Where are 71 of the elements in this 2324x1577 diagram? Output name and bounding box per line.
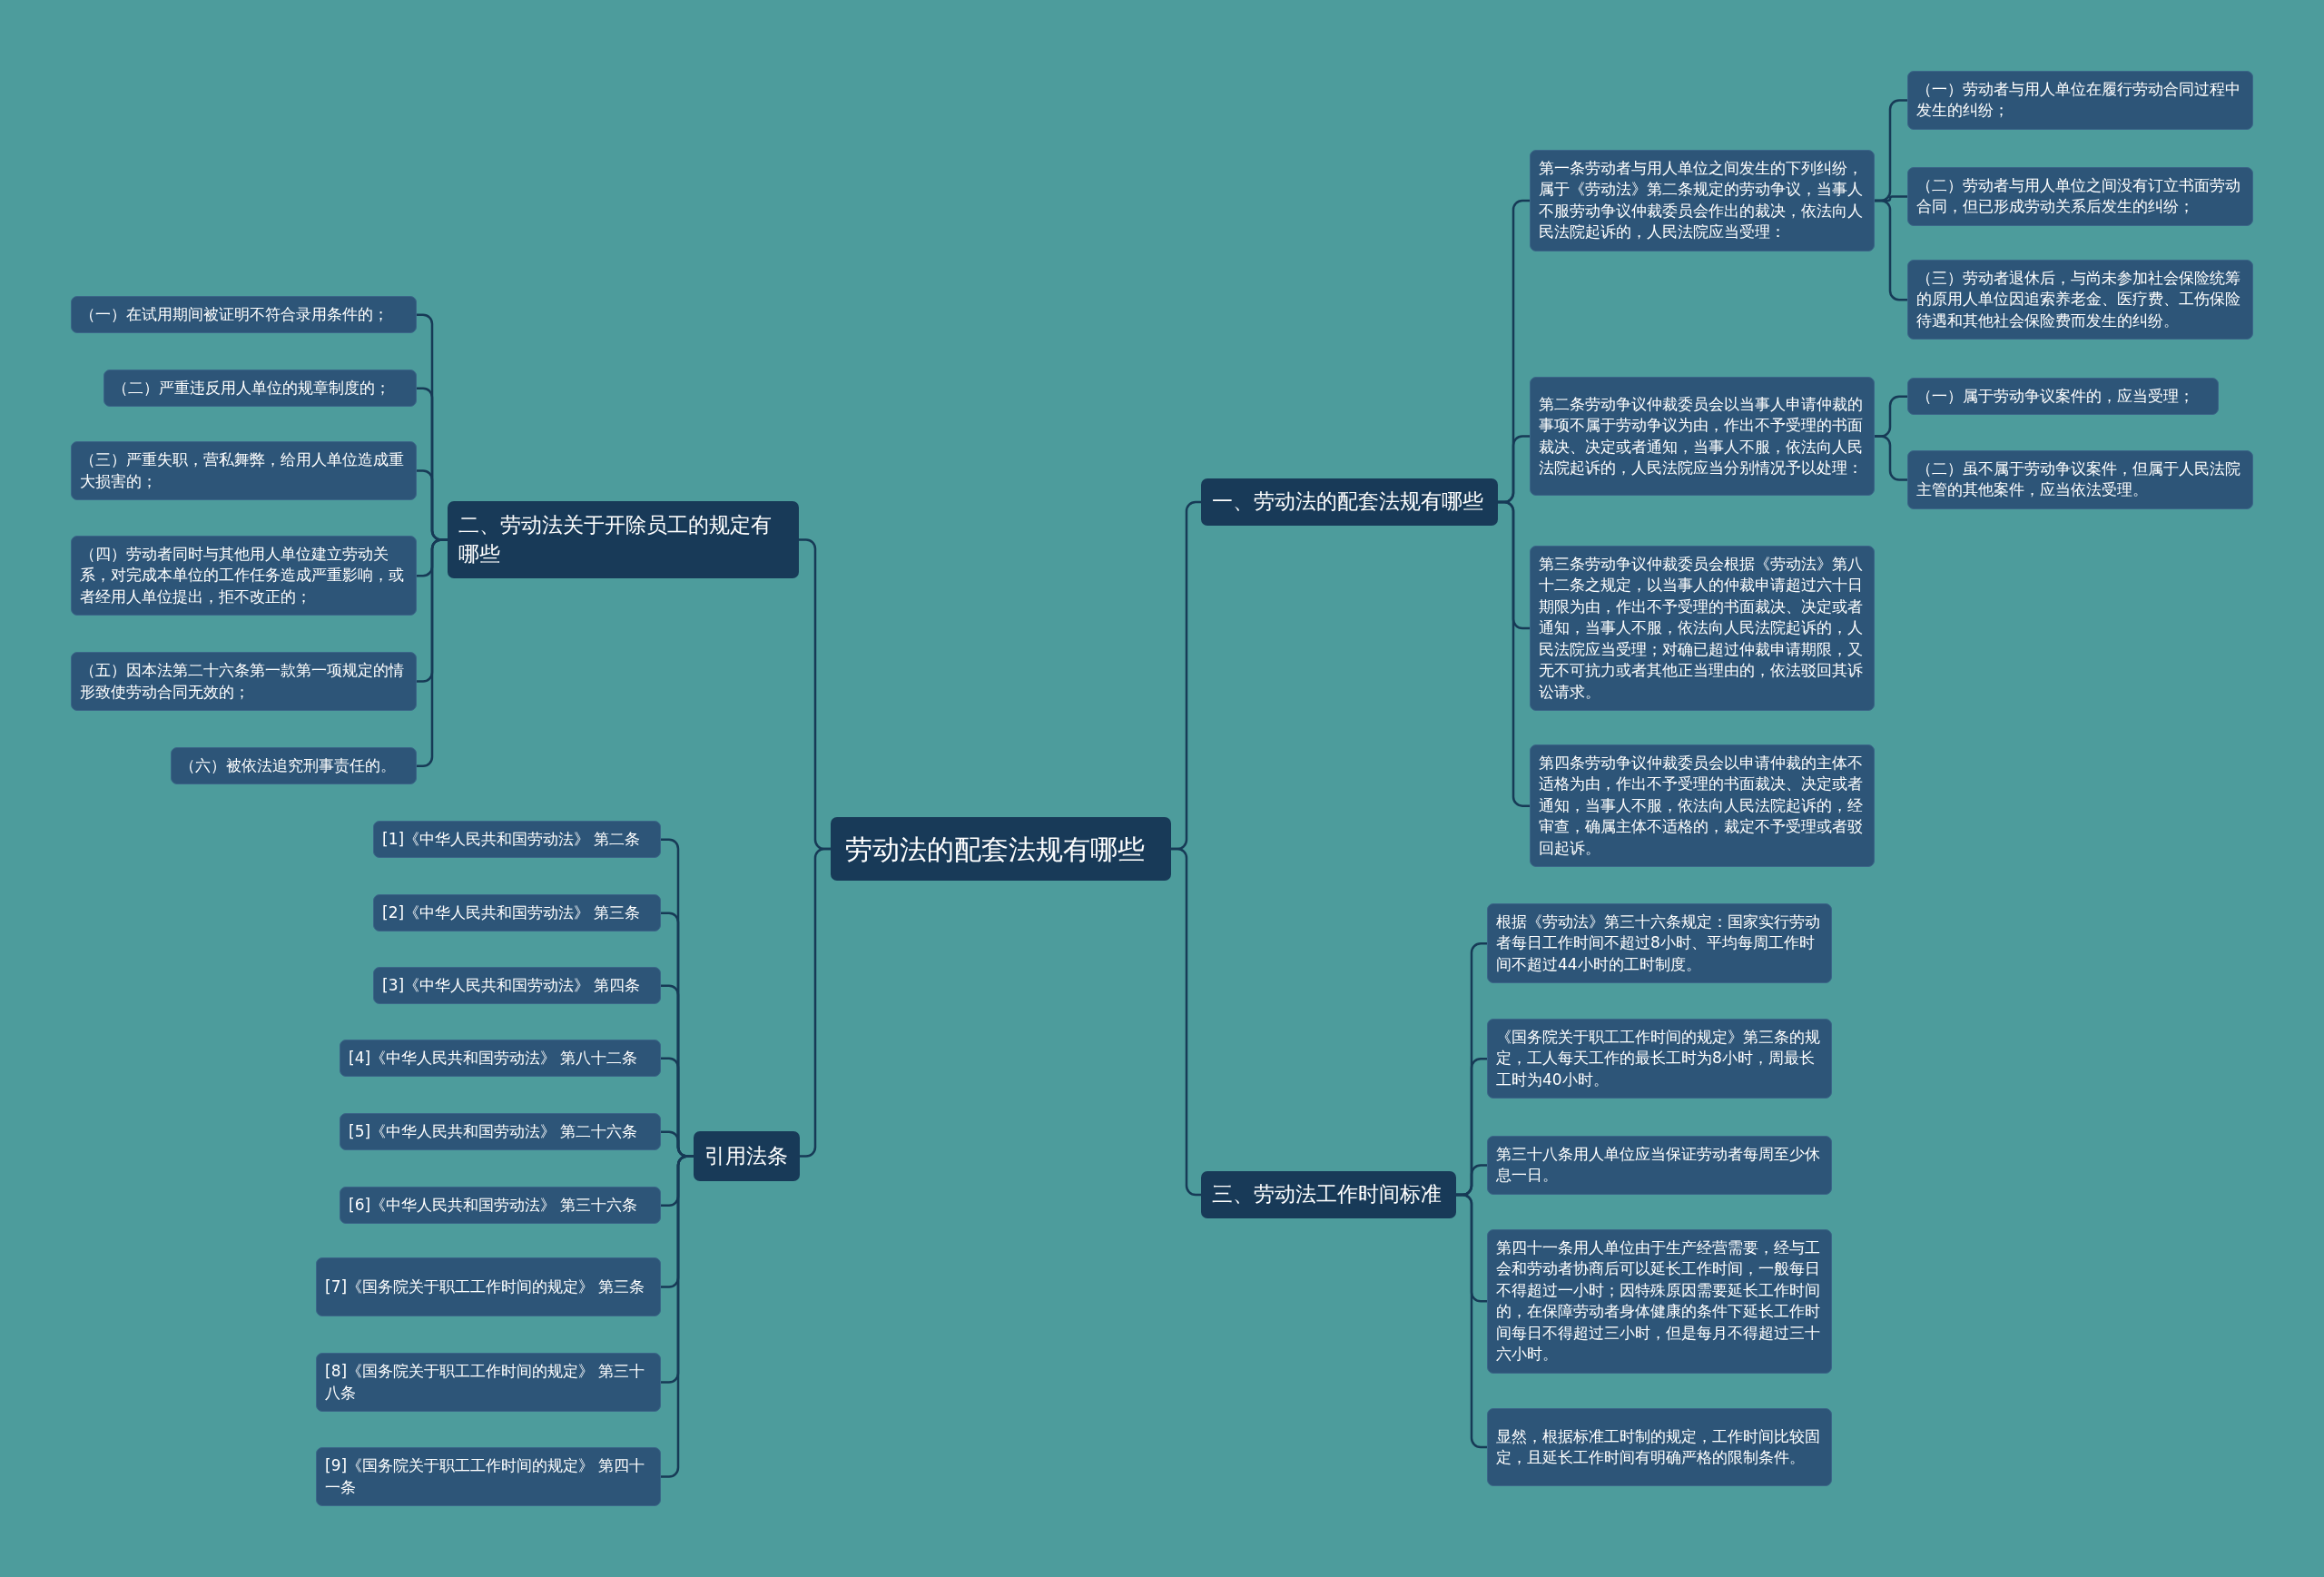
note-box	[1530, 377, 1875, 496]
node-text: （三）劳动者退休后，与尚未参加社会保险统筹的原用人单位因追索养老金、医疗费、工伤保险待遇和其他社会保险费而发生的纠纷。	[1916, 268, 2241, 331]
node-text: 《国务院关于职工工作时间的规定》第三条的规定，工人每天工作的最长工时为8小时，周最长工时为40小时。	[1496, 1027, 1821, 1090]
node-text: [3]《中华人民共和国劳动法》 第四条	[382, 975, 641, 996]
note-box	[103, 370, 417, 408]
note-box	[316, 1257, 661, 1316]
node-text: [5]《中华人民共和国劳动法》 第二十六条	[349, 1121, 638, 1142]
node-text: 一、劳动法的配套法规有哪些	[1212, 488, 1483, 516]
node-text: 第二条劳动争议仲裁委员会以当事人申请仲裁的事项不属于劳动争议为由，作出不予受理的书面裁决、决定或者通知，当事人不服，依法向人民法院起诉的，人民法院应当分别情况予以处理：	[1539, 393, 1864, 478]
node-text: （六）被依法追究刑事责任的。	[180, 755, 396, 776]
node-text: 劳动法的配套法规有哪些	[845, 832, 1145, 867]
node-text: 第三十八条用人单位应当保证劳动者每周至少休息一日。	[1496, 1144, 1821, 1187]
node-text: 第四十一条用人单位由于生产经营需要，经与工会和劳动者协商后可以延长工作时间，一般每日不得超过一小时；因特殊原因需要延长工作时间的，在保障劳动者身体健康的条件下延长工作时间每日不得超过三小时，但是每月不得超过三十六小时。	[1496, 1237, 1821, 1365]
note-box	[71, 536, 417, 616]
note-box	[1907, 378, 2219, 416]
note-box	[1907, 167, 2253, 226]
node-text: （二）严重违反用人单位的规章制度的；	[113, 378, 390, 399]
node-text: 第一条劳动者与用人单位之间发生的下列纠纷，属于《劳动法》第二条规定的劳动争议，当事人不服劳动争议仲裁委员会作出的裁决，依法向人民法院起诉的，人民法院应当受理：	[1539, 158, 1864, 243]
note-box	[1907, 71, 2253, 130]
node-text: （四）劳动者同时与其他用人单位建立劳动关系，对完成本单位的工作任务造成严重影响，或者经用人单位提出，拒不改正的；	[80, 544, 405, 607]
note-box	[71, 441, 417, 500]
node-text: [9]《国务院关于职工工作时间的规定》 第四十一条	[325, 1455, 646, 1498]
node-text: （一）属于劳动争议案件的，应当受理；	[1916, 386, 2194, 407]
note-box	[1530, 744, 1875, 868]
node-text: （三）严重失职，营私舞弊，给用人单位造成重大损害的；	[80, 449, 405, 492]
note-box	[171, 747, 417, 785]
node-text: [7]《国务院关于职工工作时间的规定》 第三条	[325, 1276, 645, 1297]
branch-box	[1201, 1171, 1456, 1218]
node-text: 第三条劳动争议仲裁委员会根据《劳动法》第八十二条之规定，以当事人的仲裁申请超过六十日期限为由，作出不予受理的书面裁决、决定或者通知，当事人不服，依法向人民法院起诉的，人民法院应当受理；对确已超过仲裁申请期限，又无不可抗力或者其他正当理由的，依法驳回其诉讼请求。	[1539, 554, 1864, 703]
note-box	[340, 1113, 661, 1151]
note-box	[1487, 903, 1832, 984]
connector-line	[1875, 435, 1907, 481]
node-text: [2]《中华人民共和国劳动法》 第三条	[382, 902, 641, 923]
node-text: 二、劳动法关于开除员工的规定有哪些	[458, 512, 773, 567]
branch-box	[694, 1131, 800, 1181]
connector-line	[661, 1155, 694, 1478]
connector-line	[1875, 199, 1907, 301]
node-text: （一）在试用期间被证明不符合录用条件的；	[80, 304, 389, 325]
note-box	[340, 1040, 661, 1078]
node-text: [6]《中华人民共和国劳动法》 第三十六条	[349, 1195, 638, 1216]
node-text: 三、劳动法工作时间标准	[1212, 1181, 1442, 1208]
note-box	[340, 1187, 661, 1225]
note-box	[373, 894, 661, 932]
note-box	[373, 967, 661, 1005]
note-box	[1487, 1408, 1832, 1486]
note-box	[71, 652, 417, 711]
branch-box	[1201, 478, 1498, 526]
node-text: （二）劳动者与用人单位之间没有订立书面劳动合同，但已形成劳动关系后发生的纠纷；	[1916, 175, 2241, 218]
note-box	[1530, 150, 1875, 251]
note-box	[1907, 260, 2253, 340]
note-box	[316, 1447, 661, 1506]
node-text: [4]《中华人民共和国劳动法》 第八十二条	[349, 1048, 638, 1069]
note-box	[1487, 1136, 1832, 1195]
note-box	[373, 821, 661, 859]
note-box	[71, 296, 417, 334]
node-text: 显然，根据标准工时制的规定，工作时间比较固定，且延长工作时间有明确严格的限制条件。	[1496, 1425, 1821, 1468]
note-box	[1907, 450, 2253, 509]
node-text: 根据《劳动法》第三十六条规定：国家实行劳动者每日工作时间不超过8小时、平均每周工作时间不超过44小时的工时制度。	[1496, 912, 1821, 975]
note-box	[1530, 546, 1875, 712]
node-text: （二）虽不属于劳动争议案件，但属于人民法院主管的其他案件，应当依法受理。	[1916, 458, 2241, 501]
topic-box	[831, 817, 1171, 881]
node-text: （五）因本法第二十六条第一款第一项规定的情形致使劳动合同无效的；	[80, 660, 405, 703]
node-text: 第四条劳动争议仲裁委员会以申请仲裁的主体不适格为由，作出不予受理的书面裁决、决定或者通知，当事人不服，依法向人民法院起诉的，经审查，确属主体不适格的，裁定不予受理或者驳回起诉。	[1539, 753, 1864, 859]
branch-box	[448, 501, 799, 578]
node-text: [8]《国务院关于职工工作时间的规定》 第三十八条	[325, 1361, 646, 1404]
note-box	[1487, 1019, 1832, 1099]
note-box	[1487, 1229, 1832, 1374]
note-box	[316, 1353, 661, 1412]
node-text: （一）劳动者与用人单位在履行劳动合同过程中发生的纠纷；	[1916, 79, 2241, 122]
node-text: [1]《中华人民共和国劳动法》 第二条	[382, 829, 641, 850]
node-text: 引用法条	[704, 1142, 788, 1169]
